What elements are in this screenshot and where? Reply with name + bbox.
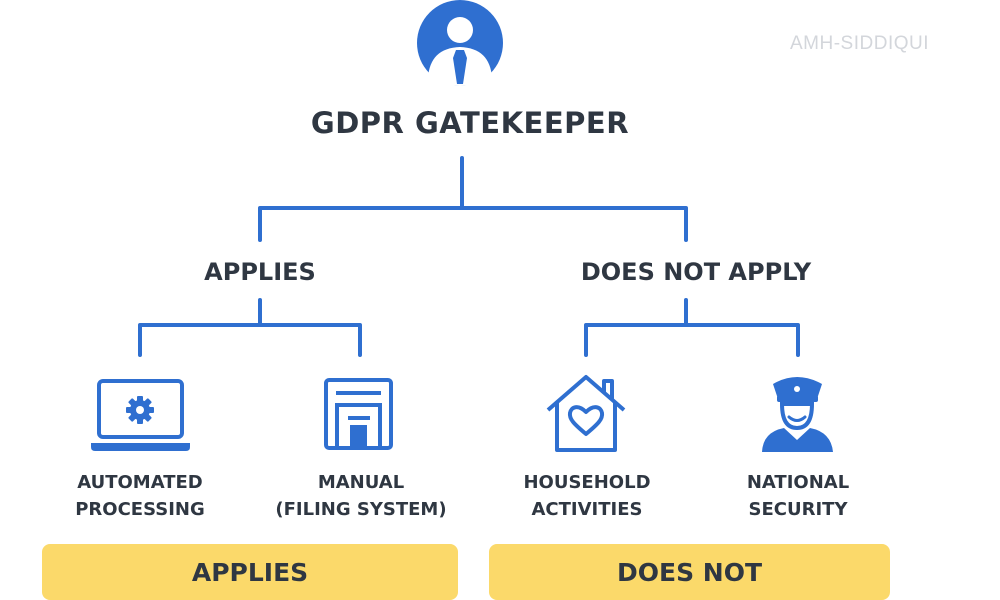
leaf-label-line: (FILING SYSTEM) bbox=[275, 499, 447, 520]
leaf-label-line: AUTOMATED bbox=[77, 472, 203, 493]
filing-cabinet-icon bbox=[324, 378, 393, 450]
house-heart-icon bbox=[546, 375, 626, 452]
leaf-label-line: PROCESSING bbox=[75, 499, 205, 520]
does-not-apply-connector bbox=[584, 298, 800, 357]
person-tie-icon bbox=[417, 0, 503, 86]
leaf-manual-filing-system: MANUAL (FILING SYSTEM) bbox=[266, 469, 456, 523]
branch-label-does-not-apply: DOES NOT APPLY bbox=[580, 258, 812, 286]
leaf-label-line: HOUSEHOLD bbox=[523, 472, 651, 493]
branch-label-applies: APPLIES bbox=[204, 258, 316, 286]
root-title: GDPR GATEKEEPER bbox=[310, 106, 630, 140]
leaf-household-activities: HOUSEHOLD ACTIVITIES bbox=[492, 469, 682, 523]
leaf-label-line: NATIONAL bbox=[746, 472, 850, 493]
watermark: AMH-SIDDIQUI bbox=[790, 33, 929, 54]
leaf-national-security: NATIONAL SECURITY bbox=[703, 469, 893, 523]
connector-lines bbox=[138, 156, 800, 357]
leaf-label-line: MANUAL bbox=[317, 472, 405, 493]
police-officer-icon bbox=[762, 377, 833, 452]
applies-connector bbox=[138, 298, 362, 357]
banner-applies: APPLIES bbox=[42, 544, 458, 600]
banner-does-not: DOES NOT bbox=[489, 544, 890, 600]
leaf-label-line: SECURITY bbox=[748, 499, 848, 520]
laptop-gear-icon bbox=[91, 379, 190, 451]
leaf-automated-processing: AUTOMATED PROCESSING bbox=[45, 469, 235, 523]
leaf-label-line: ACTIVITIES bbox=[531, 499, 643, 520]
root-connector bbox=[258, 156, 688, 242]
